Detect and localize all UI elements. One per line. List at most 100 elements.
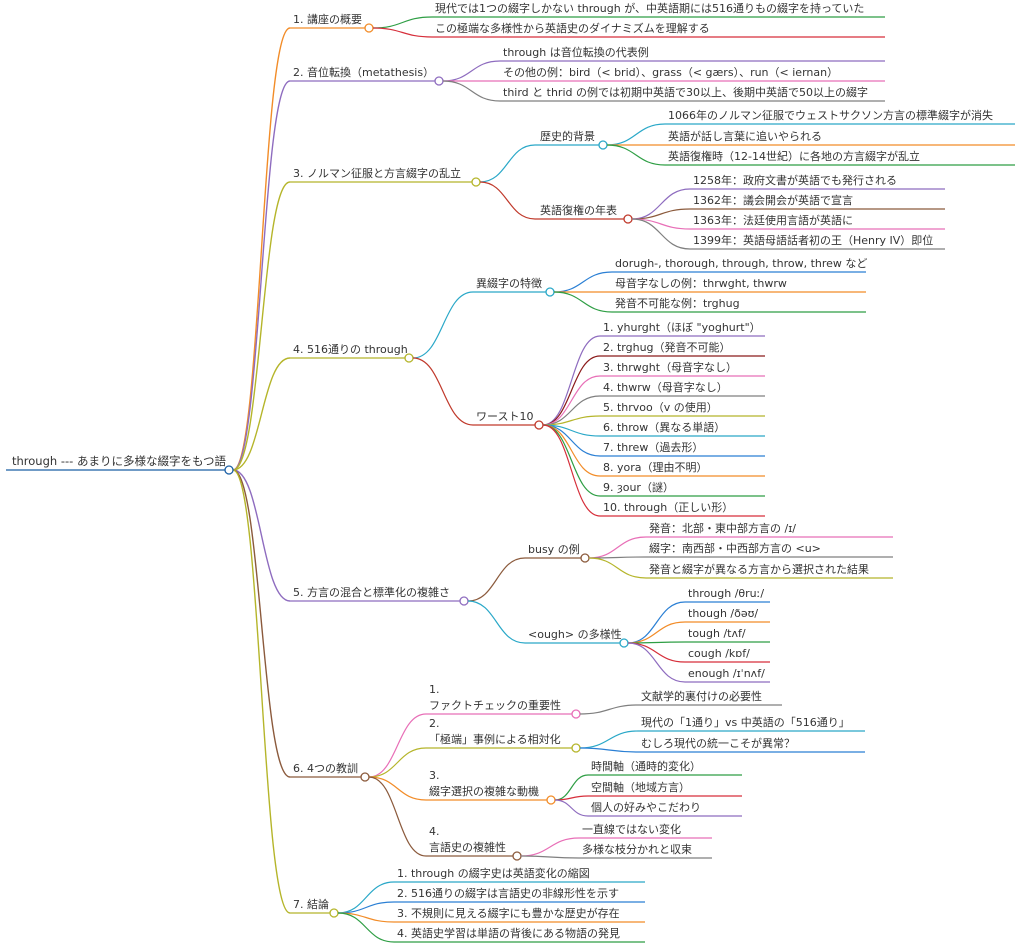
sub-label-5-2: <ough> の多様性 <box>528 627 622 641</box>
branch-node-5[interactable] <box>459 596 469 606</box>
branch-node-7[interactable] <box>329 908 339 918</box>
leaf-connector-3-1-1 <box>606 123 666 146</box>
leaf-label-5-2-1: through /θruː/ <box>688 587 764 600</box>
sub-node-6-1[interactable] <box>571 709 581 719</box>
root-node[interactable] <box>224 465 234 475</box>
leaf-label-6-4-2: 多様な枝分かれと収束 <box>582 842 692 856</box>
branch-connector-6 <box>232 469 291 778</box>
sub-connector-6-4 <box>368 776 427 857</box>
branch-node-2[interactable] <box>434 76 444 86</box>
sub-connector-5-2 <box>467 600 526 644</box>
leaf-label-4-2-8: 8. yora（理由不明） <box>603 460 708 474</box>
branch-connector-4 <box>232 357 291 471</box>
leaf-label-3-2-3: 1363年：法廷使用言語が英語に <box>693 213 853 227</box>
sub-node-4-1[interactable] <box>545 287 555 297</box>
leaf-label-4-2-9: 9. ȝour（謎） <box>603 481 674 494</box>
sub-node-3-1[interactable] <box>598 140 608 150</box>
sub-connector-4-2 <box>412 357 474 426</box>
sub-connector-3-1 <box>479 144 536 183</box>
leaf-label-4-2-4: 4. thwrw（母音字なし） <box>603 380 728 394</box>
branch-label-4: 4. 516通りの through <box>293 343 408 356</box>
leaf-connector-5-2-5 <box>627 642 686 683</box>
sub-node-6-4[interactable] <box>512 851 522 861</box>
sub-connector-5-1 <box>467 557 526 602</box>
sub-connector-6-2 <box>368 747 427 778</box>
leaf-label-4-2-2: 2. trghug（発音不可能） <box>603 340 731 354</box>
leaf-connector-4-2-1 <box>542 335 601 426</box>
leaf-connector-4-2-10 <box>542 424 601 517</box>
branch-connector-3 <box>232 181 291 471</box>
branch-node-6[interactable] <box>360 772 370 782</box>
leaf-connector-4-2-3 <box>542 375 601 426</box>
leaf-connector-6-2-2 <box>579 747 639 753</box>
leaf-label-4-1-2: 母音字なしの例：thrwght, thwrw <box>615 276 787 290</box>
sub-connector-4-1 <box>412 291 474 359</box>
branch-node-3[interactable] <box>471 177 481 187</box>
branch-node-4[interactable] <box>404 353 414 363</box>
sub-label-3-1: 歴史的背景 <box>540 129 595 143</box>
leaf-label-4-2-7: 7. threw（過去形） <box>603 441 703 454</box>
sub-label-6-1: ファクトチェックの重要性 <box>429 698 561 712</box>
sub-number-6-1: 1. <box>429 683 440 696</box>
sub-label-4-2: ワースト10 <box>476 410 533 423</box>
leaf-label-6-2-1: 現代の「1通り」vs 中英語の「516通り」 <box>641 715 850 729</box>
branch-label-6: 6. 4つの教訓 <box>293 761 358 775</box>
leaf-label-5-2-3: tough /tʌf/ <box>688 627 746 640</box>
leaf-connector-4-2-8 <box>542 424 601 477</box>
leaf-label-4-2-3: 3. thrwght（母音字なし） <box>603 360 737 374</box>
leaf-label-7-3: 3. 不規則に見える綴字にも豊かな歴史が存在 <box>397 906 620 920</box>
sub-label-6-2: 「極端」事例による相対化 <box>429 732 561 746</box>
leaf-label-5-2-2: though /ðəʊ/ <box>688 607 758 620</box>
sub-node-5-2[interactable] <box>619 638 629 648</box>
sub-number-6-3: 3. <box>429 769 440 782</box>
leaf-label-1-1: 現代では1つの綴字しかない through が、中英語期には516通りもの綴字を… <box>435 1 864 15</box>
leaf-label-6-4-1: 一直線ではない変化 <box>582 822 681 836</box>
leaf-label-3-1-3: 英語復権時（12-14世紀）に各地の方言綴字が乱立 <box>668 149 920 163</box>
sub-connector-3-2 <box>479 181 536 220</box>
leaf-connector-2-1 <box>442 60 501 82</box>
leaf-label-4-2-5: 5. thrvoo（v の使用） <box>603 401 718 414</box>
leaf-label-5-1-2: 綴字：南西部・中西部方言の <u> <box>649 541 821 555</box>
leaf-label-3-2-4: 1399年：英語母語話者初の王（Henry IV）即位 <box>693 233 933 247</box>
branch-label-3: 3. ノルマン征服と方言綴字の乱立 <box>293 166 461 180</box>
sub-node-5-1[interactable] <box>580 553 590 563</box>
leaf-label-6-3-1: 時間軸（通時的変化） <box>591 759 701 773</box>
branch-label-5: 5. 方言の混合と標準化の複雑さ <box>293 585 450 599</box>
sub-connector-6-1 <box>368 713 427 778</box>
branch-label-1: 1. 講座の概要 <box>293 12 362 26</box>
leaf-connector-3-2-4 <box>631 218 691 250</box>
leaf-connector-6-3-2 <box>554 795 589 801</box>
leaf-label-2-3: third と thrid の例では初期中英語で30以上、後期中英語で50以上の… <box>503 85 868 99</box>
sub-number-6-4: 4. <box>429 825 440 838</box>
sub-number-6-2: 2. <box>429 717 440 730</box>
sub-node-3-2[interactable] <box>623 214 633 224</box>
leaf-label-2-2: その他の例：bird（< brid）、grass（< gærs）、run（< i… <box>503 65 838 79</box>
leaf-connector-7-4 <box>337 912 395 943</box>
leaf-label-5-2-4: cough /kɒf/ <box>688 647 750 660</box>
leaf-label-3-1-1: 1066年のノルマン征服でウェストサクソン方言の標準綴字が消失 <box>668 108 993 122</box>
leaf-label-5-2-5: enough /ɪˈnʌf/ <box>688 667 765 680</box>
leaf-label-4-2-10: 10. through（正しい形） <box>603 501 733 514</box>
leaf-label-6-3-2: 空間軸（地域方言） <box>591 780 690 794</box>
leaf-connector-5-1-3 <box>588 557 647 579</box>
leaf-connector-1-1 <box>372 16 433 29</box>
root-label: through --- あまりに多様な綴字をもつ語 <box>12 454 226 468</box>
branch-label-7: 7. 結論 <box>293 897 329 911</box>
leaf-connector-6-4-1 <box>520 837 580 857</box>
leaf-label-5-1-1: 発音：北部・東中部方言の /ɪ/ <box>649 521 796 535</box>
leaf-label-3-2-2: 1362年：議会開会が英語で宣言 <box>693 193 853 207</box>
leaf-label-2-1: through は音位転換の代表例 <box>503 45 649 59</box>
leaf-label-7-4: 4. 英語史学習は単語の背後にある物語の発見 <box>397 926 620 940</box>
leaf-connector-6-4-2 <box>520 855 580 859</box>
branch-node-1[interactable] <box>364 23 374 33</box>
sub-node-6-3[interactable] <box>546 795 556 805</box>
leaf-connector-5-2-2 <box>627 621 686 644</box>
leaf-label-6-3-3: 個人の好みやこだわり <box>591 800 701 814</box>
leaf-label-3-1-2: 英語が話し言葉に追いやられる <box>668 129 822 143</box>
leaf-connector-5-1-1 <box>588 536 647 559</box>
sub-node-6-2[interactable] <box>571 743 581 753</box>
leaf-connector-2-3 <box>442 80 501 102</box>
sub-node-4-2[interactable] <box>534 420 544 430</box>
leaf-label-6-1-1: 文献学的裏付けの必要性 <box>641 689 762 703</box>
